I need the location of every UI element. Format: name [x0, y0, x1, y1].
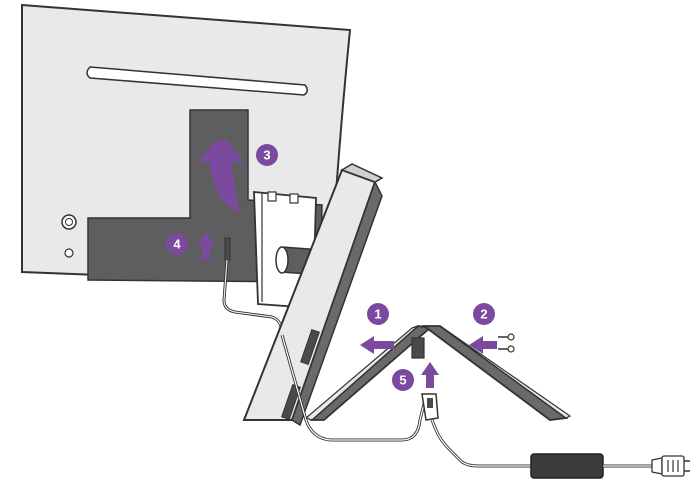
indicator-light — [64, 248, 74, 258]
arrow-step-5-up — [421, 362, 439, 388]
arrow-step-1-left — [360, 336, 394, 354]
cable-to-adapter — [430, 419, 533, 468]
step-badge-1: 1 — [367, 303, 389, 325]
step-number-3: 3 — [263, 148, 270, 163]
power-plug-icon — [651, 455, 690, 477]
arrow-step-4-up — [197, 232, 215, 260]
neck-side — [291, 180, 383, 427]
arrow-step-3-curved — [198, 140, 244, 213]
base-right-leg — [421, 325, 569, 421]
step-number-1: 1 — [374, 307, 381, 322]
step-number-4: 4 — [173, 237, 181, 252]
step-badge-5: 5 — [392, 369, 414, 391]
arrow-step-2-left — [469, 336, 497, 354]
stand-neck — [242, 163, 384, 427]
power-button — [61, 214, 77, 230]
power-cable-lower — [280, 334, 690, 479]
screw-icon — [498, 333, 515, 353]
step-number-5: 5 — [399, 373, 406, 388]
cable-clip-1 — [300, 328, 320, 366]
base-socket — [411, 337, 425, 359]
step-badges: 1 2 3 4 5 — [166, 144, 495, 391]
dc-jack — [224, 237, 231, 261]
monitor-top-slot — [86, 66, 308, 96]
arrows — [197, 140, 497, 388]
step-badge-4: 4 — [166, 233, 188, 255]
power-button-inner — [65, 218, 73, 226]
step-badge-3: 3 — [256, 144, 278, 166]
step-number-2: 2 — [480, 307, 487, 322]
step-badge-2: 2 — [473, 303, 495, 325]
stand-base — [304, 325, 572, 421]
power-adapter-icon — [530, 453, 604, 479]
